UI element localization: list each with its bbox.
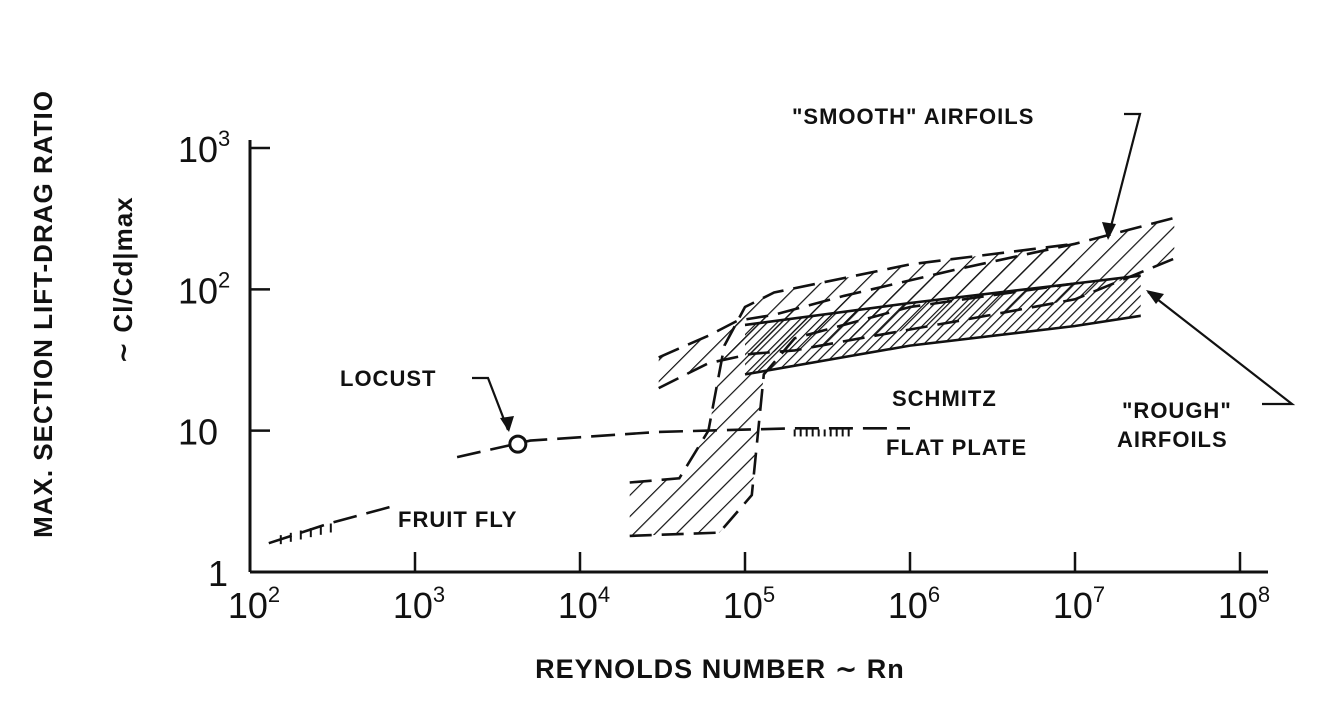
locust-arrowhead <box>500 416 514 432</box>
y-tick-label: 10 <box>178 412 218 453</box>
smooth-airfoils-band-upper-edge <box>658 216 1175 359</box>
rough-airfoils-band-upper-edge <box>744 274 1141 327</box>
transition-band-upper-edge <box>629 242 1076 484</box>
y-tick-label: 102 <box>178 267 230 311</box>
y-axis-title-line1: MAX. SECTION LIFT-DRAG RATIO <box>28 90 58 538</box>
x-tick-label: 102 <box>228 582 280 626</box>
smooth-arrowhead <box>1102 222 1116 240</box>
rough-airfoils-band-fill <box>745 275 1141 375</box>
x-tick-label: 104 <box>558 582 610 626</box>
x-tick-label: 106 <box>888 582 940 626</box>
data-layer <box>268 216 1175 545</box>
rough-airfoils-band-lower-edge <box>744 314 1141 376</box>
fruit-fly-label: FRUIT FLY <box>398 507 517 532</box>
y-axis-title-line2: ∼ Cl/Cd|max <box>108 196 138 363</box>
locust-label: LOCUST <box>340 366 436 391</box>
smooth-arrow <box>1106 112 1142 239</box>
x-tick-label: 105 <box>723 582 775 626</box>
y-tick-label: 1 <box>208 553 228 594</box>
x-tick-label: 103 <box>393 582 445 626</box>
x-axis-title: REYNOLDS NUMBER ∼ Rn <box>535 654 905 684</box>
rough-airfoils-label-line1: "ROUGH" <box>1122 398 1232 423</box>
locust-arrow <box>472 376 510 431</box>
axes <box>248 140 1268 574</box>
y-axis-title: MAX. SECTION LIFT-DRAG RATIO ∼ Cl/Cd|max <box>28 90 138 538</box>
y-ticks: 1 10 102 103 <box>178 126 270 594</box>
flat-plate-line <box>456 427 910 459</box>
callout-arrows <box>472 112 1296 432</box>
x-tick-label: 108 <box>1218 582 1270 626</box>
rough-arrow-upper <box>1147 291 1296 406</box>
smooth-airfoils-label: "SMOOTH" AIRFOILS <box>792 104 1034 129</box>
x-tick-label: 107 <box>1053 582 1105 626</box>
y-tick-label: 103 <box>178 126 230 170</box>
rough-airfoils-label-line2: AIRFOILS <box>1117 427 1228 452</box>
locust-point <box>508 434 528 454</box>
annotations: "SMOOTH" AIRFOILS "ROUGH" AIRFOILS LOCUS… <box>340 104 1232 532</box>
fruit-fly-line <box>268 503 400 545</box>
x-ticks: 102 103 104 105 106 107 108 <box>228 552 1270 626</box>
flat-plate-label: FLAT PLATE <box>886 435 1027 460</box>
schmitz-label: SCHMITZ <box>892 386 997 411</box>
rough-arrowhead <box>1146 290 1164 304</box>
